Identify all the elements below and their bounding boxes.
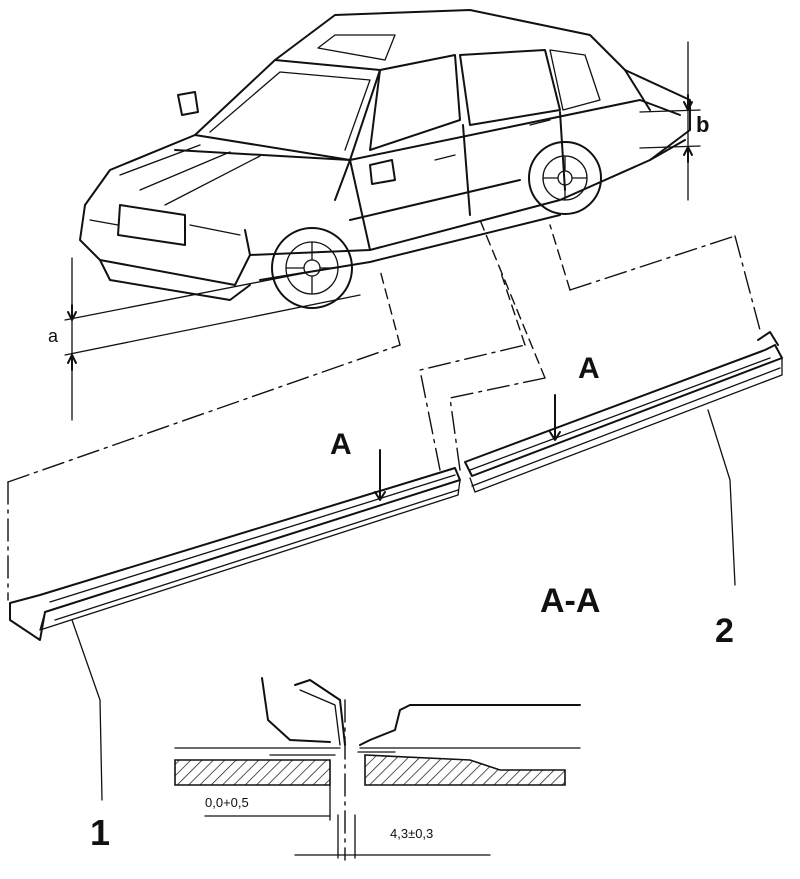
part-1-label: 1	[90, 812, 111, 853]
gap-dimension-label: 0,0+0,5	[205, 795, 249, 810]
part-leaders	[71, 409, 736, 801]
sill-moulding-rear	[464, 331, 783, 493]
dim-b-label: b	[696, 112, 710, 137]
width-dimension-label: 4,3±0,3	[390, 826, 434, 841]
part-2-label: 2	[715, 612, 734, 650]
dim-a-label: a	[48, 326, 59, 346]
section-a-a-detail	[174, 677, 581, 861]
section-mark-right: A	[578, 352, 600, 385]
dimension-b	[639, 41, 701, 201]
dimension-a	[64, 257, 361, 421]
projection-lines	[7, 219, 761, 601]
car-illustration	[79, 9, 691, 309]
section-title: A-A	[540, 582, 601, 620]
section-mark-left: A	[330, 428, 352, 461]
sill-moulding-front	[9, 467, 461, 641]
section-arrows	[374, 394, 561, 501]
